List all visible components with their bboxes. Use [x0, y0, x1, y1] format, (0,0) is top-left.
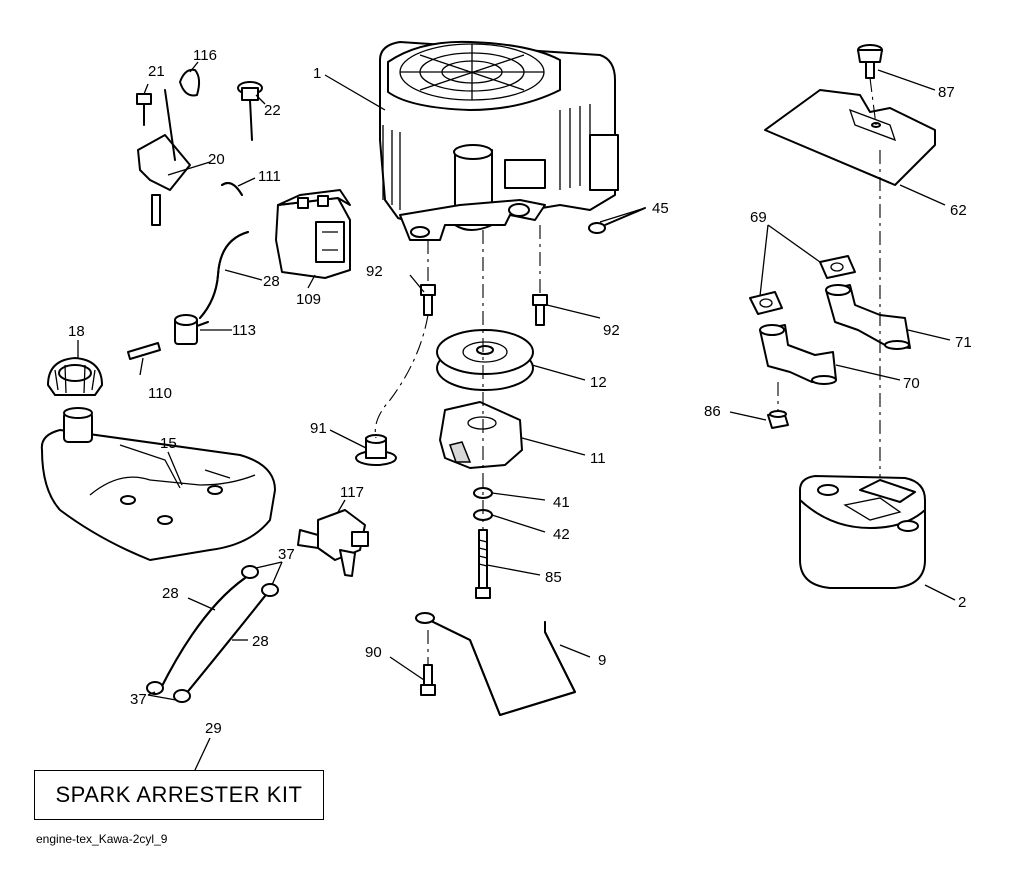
hose-clamp-part-37-upper — [241, 565, 279, 597]
spark-arrester-kit-box: SPARK ARRESTER KIT — [34, 770, 324, 820]
hose-clamp-part-37-lower — [146, 681, 191, 703]
fuel-line-part-28-upper — [199, 231, 249, 319]
callout-42: 42 — [553, 526, 570, 543]
callout-113: 113 — [232, 322, 256, 339]
canister-part-109 — [275, 189, 351, 279]
bushing-part-91 — [355, 434, 397, 466]
callout-2: 2 — [958, 594, 966, 611]
gasket-part-69-left — [749, 291, 783, 315]
muffler-part-2 — [799, 475, 926, 589]
rod-part-9 — [415, 612, 576, 716]
engine-part-1 — [379, 40, 619, 241]
callout-18: 18 — [68, 323, 85, 340]
dipstick-part-45 — [588, 207, 646, 234]
callout-117: 117 — [340, 484, 364, 501]
knob-part-116 — [179, 68, 201, 97]
fuel-tank-part-15 — [40, 407, 276, 561]
diagram-file-label: engine-tex_Kawa-2cyl_9 — [36, 832, 168, 846]
callout-91: 91 — [310, 420, 327, 437]
callout-86: 86 — [704, 403, 721, 420]
gasket-part-69-right — [819, 255, 856, 279]
bolt-part-92-left — [420, 284, 436, 316]
nut-part-86 — [767, 410, 789, 429]
callout-37-lower: 37 — [130, 691, 147, 708]
fuel-cap-part-18 — [47, 357, 103, 396]
clutch-part-11 — [439, 401, 523, 469]
callout-69: 69 — [750, 209, 767, 226]
knob-part-87 — [857, 44, 883, 79]
callout-116: 116 — [193, 47, 217, 64]
throttle-control-part-20 — [137, 89, 191, 226]
heat-shield-part-62 — [764, 89, 936, 186]
callout-71: 71 — [955, 334, 972, 351]
callout-85: 85 — [545, 569, 562, 586]
fuel-filter-part-113 — [174, 314, 209, 345]
callout-92-left: 92 — [366, 263, 383, 280]
callout-1: 1 — [313, 65, 321, 82]
callout-9: 9 — [598, 652, 606, 669]
callout-21: 21 — [148, 63, 165, 80]
callout-12: 12 — [590, 374, 607, 391]
bolt-part-92-right — [532, 294, 548, 326]
callout-28-lower-b: 28 — [252, 633, 269, 650]
pulley-part-12 — [436, 329, 534, 391]
spark-arrester-kit-label: SPARK ARRESTER KIT — [55, 782, 303, 807]
callout-70: 70 — [903, 375, 920, 392]
callout-109: 109 — [296, 291, 321, 308]
callout-62: 62 — [950, 202, 967, 219]
exhaust-pipe-part-70 — [759, 324, 837, 385]
callout-90: 90 — [365, 644, 382, 661]
callout-11: 11 — [590, 450, 606, 467]
callout-29: 29 — [205, 720, 222, 737]
callout-87: 87 — [938, 84, 955, 101]
callout-15: 15 — [160, 435, 177, 452]
fuel-valve-part-117 — [297, 509, 369, 577]
callout-37-upper: 37 — [278, 546, 295, 563]
choke-knob-part-22 — [237, 81, 263, 141]
bolt-part-85 — [475, 529, 491, 599]
screw-part-21 — [136, 93, 152, 126]
connector-part-110 — [127, 342, 161, 360]
callout-20: 20 — [208, 151, 225, 168]
callout-92-right: 92 — [603, 322, 620, 339]
callout-28-upper: 28 — [263, 273, 280, 290]
callout-111: 111 — [258, 168, 281, 185]
callout-41: 41 — [553, 494, 570, 511]
exhaust-pipe-part-71 — [825, 284, 911, 350]
callout-22: 22 — [264, 102, 281, 119]
callout-28-lower-a: 28 — [162, 585, 179, 602]
callout-45: 45 — [652, 200, 669, 217]
callout-110: 110 — [148, 385, 172, 402]
